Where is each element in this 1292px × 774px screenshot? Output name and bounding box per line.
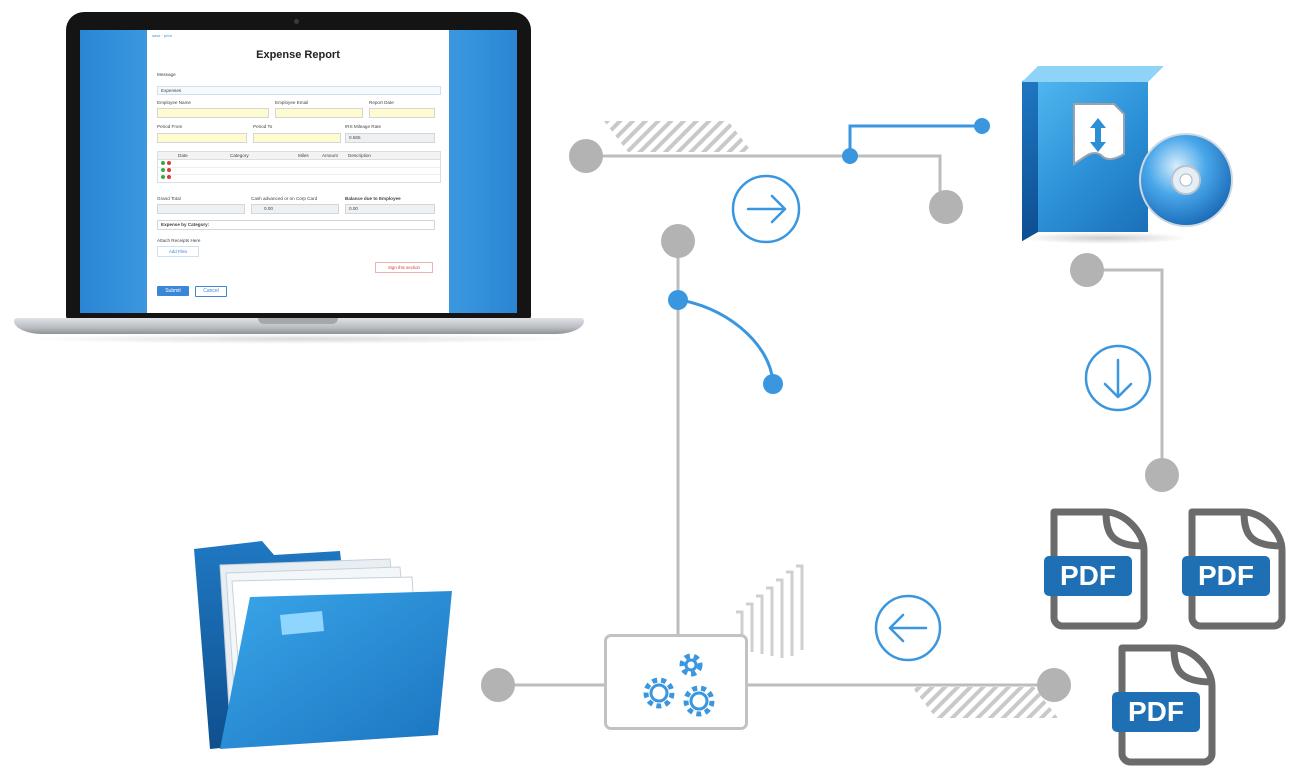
folder-icon [190, 535, 460, 755]
grey-connectors [498, 154, 1164, 687]
column-miles: Miles [298, 153, 309, 158]
software-box-top [1022, 66, 1164, 82]
period-to-field[interactable] [253, 133, 341, 143]
install-document-icon [1073, 103, 1125, 166]
pdf-file-icon: PDF [1112, 644, 1216, 766]
remove-row-icon[interactable] [167, 161, 171, 165]
folder-graphic [194, 541, 452, 749]
column-category: Category [230, 153, 249, 158]
cd-disc-icon [1139, 133, 1233, 227]
period-to-label: Period To [253, 124, 273, 129]
pdf-file-icon: PDF [1044, 508, 1148, 630]
column-amount: Amount [322, 153, 338, 158]
laptop-shadow [20, 334, 578, 344]
irs-mileage-rate-field: 0.565 [345, 133, 435, 143]
circle-arrow-left-icon [874, 594, 942, 662]
add-row-icon[interactable] [161, 175, 165, 179]
blue-nodes [668, 118, 990, 394]
balance-due-value: 0.00 [349, 206, 358, 211]
form-title: Expense Report [256, 49, 340, 61]
laptop-screen: save · print Expense Report Message Expe… [80, 30, 517, 313]
expense-by-category-box: Expense by Category: [157, 220, 435, 230]
laptop-with-expense-form: save · print Expense Report Message Expe… [0, 0, 600, 350]
add-files-button[interactable]: Add Files [157, 246, 199, 257]
balance-due-field: 0.00 [345, 204, 435, 214]
pdf-label: PDF [1198, 560, 1254, 591]
expense-by-category-label: Expense by Category: [161, 222, 210, 227]
sign-section-button[interactable]: Sign this section [375, 262, 433, 273]
table-row [158, 160, 440, 168]
submit-button[interactable]: Submit [157, 286, 189, 296]
expense-report-form: save · print Expense Report Message Expe… [147, 30, 449, 313]
add-row-icon[interactable] [161, 168, 165, 172]
period-from-field[interactable] [157, 133, 247, 143]
pdf-file-icon: PDF [1182, 508, 1286, 630]
message-label: Message [157, 72, 176, 77]
irs-mileage-rate-value: 0.565 [349, 135, 361, 140]
employee-email-field[interactable] [275, 108, 363, 118]
employee-name-label: Employee Name [157, 100, 191, 105]
grand-total-field [157, 204, 245, 214]
circle-arrow-right-icon [731, 174, 801, 244]
table-row [158, 174, 440, 181]
remove-row-icon[interactable] [167, 168, 171, 172]
laptop-lid: save · print Expense Report Message Expe… [66, 12, 531, 320]
software-box-shadow [1020, 232, 1190, 244]
grand-total-label: Grand Total [157, 196, 181, 201]
grey-nodes [481, 139, 1179, 702]
report-date-field[interactable] [369, 108, 435, 118]
laptop-notch [258, 318, 338, 324]
hatch-band-gears [736, 564, 804, 658]
expenses-section-header[interactable]: Expenses [157, 86, 441, 95]
column-description: Description [348, 153, 371, 158]
add-row-icon[interactable] [161, 161, 165, 165]
employee-email-label: Employee Email [275, 100, 309, 105]
table-header: Date Category Miles Amount Description [158, 152, 440, 160]
pdf-label: PDF [1128, 696, 1184, 727]
period-from-label: Period From [157, 124, 183, 129]
cancel-button[interactable]: Cancel [195, 286, 227, 297]
gears-icon [643, 653, 715, 717]
processing-box [604, 634, 748, 730]
form-toolbar[interactable]: save · print [152, 33, 172, 38]
blue-connectors [677, 124, 982, 384]
expense-items-table: Date Category Miles Amount Description [157, 151, 441, 183]
hatch-band-top [604, 121, 752, 152]
laptop-camera [294, 19, 299, 24]
expenses-section-label: Expenses [161, 88, 182, 93]
cash-advanced-value: 0.00 [264, 206, 273, 211]
cash-advanced-label: Cash advanced or on Corp Card [251, 196, 318, 201]
irs-mileage-rate-label: IRS Mileage Rate [345, 124, 382, 129]
report-date-label: Report Date [369, 100, 394, 105]
balance-due-label: Balance due to Employee [345, 196, 401, 201]
software-box-front [1038, 82, 1148, 232]
cash-advanced-field[interactable]: 0.00 [251, 204, 339, 214]
software-box-icon [1000, 60, 1240, 250]
attach-receipts-label: Attach Receipts Here [157, 238, 201, 243]
remove-row-icon[interactable] [167, 175, 171, 179]
column-date: Date [178, 153, 188, 158]
employee-name-field[interactable] [157, 108, 269, 118]
pdf-label: PDF [1060, 560, 1116, 591]
hatch-band-bottom [912, 687, 1058, 718]
software-box-side [1022, 72, 1038, 242]
circle-arrow-down-icon [1084, 344, 1152, 412]
table-row [158, 167, 440, 175]
laptop-base [14, 318, 584, 334]
